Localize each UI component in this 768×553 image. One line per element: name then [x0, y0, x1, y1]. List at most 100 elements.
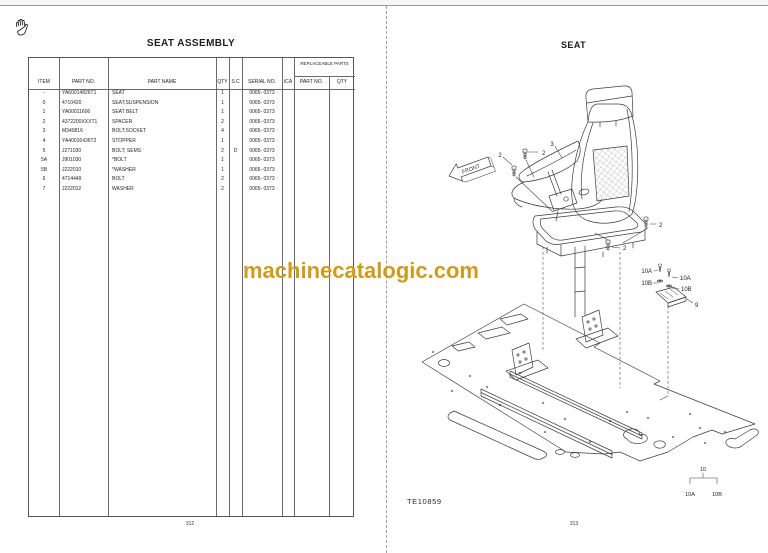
bolt-icon	[522, 148, 528, 160]
cell-part_name: SEAT	[112, 90, 125, 96]
cell-sc	[229, 166, 242, 176]
col-header-item: ITEM	[38, 79, 50, 85]
projection-lines	[542, 246, 669, 397]
cell-r_part_no	[294, 166, 329, 176]
right-page-number: 313	[569, 521, 579, 527]
cell-serial: 0065- 0373	[249, 166, 275, 173]
cell-sc	[229, 137, 242, 147]
cell-serial: 0065- 0373	[249, 109, 275, 116]
col-header-ica: ICA	[283, 79, 293, 85]
seat-illustration	[511, 85, 647, 318]
cell-serial: 0065- 0373	[249, 118, 275, 125]
cell-ica	[282, 99, 294, 109]
cell-item: -	[43, 90, 45, 96]
cell-ica	[282, 175, 294, 185]
top-bar	[0, 0, 768, 6]
cell-r_part_no	[294, 147, 329, 157]
cell-part_no: 4714449	[62, 176, 82, 183]
cell-item: 5B	[40, 166, 48, 173]
parts-table: ITEM PART NO. PART NAME QTY S.C SERIAL N…	[28, 57, 355, 517]
cell-part_no: YA40016436T2	[62, 137, 97, 144]
cell-r_qty	[329, 185, 355, 195]
col-line	[329, 76, 330, 516]
cell-r_part_no	[294, 118, 329, 128]
col-line	[108, 58, 109, 516]
cell-part_name: *WASHER	[112, 166, 136, 173]
cell-qty: 2	[221, 185, 224, 192]
cell-r_part_no	[294, 99, 329, 109]
cell-serial: 0065- 0373	[249, 99, 275, 106]
cell-sc: D	[233, 147, 238, 154]
cell-r_part_no	[294, 185, 329, 195]
cell-qty: 1	[221, 109, 224, 116]
cell-part_no: YA60014826T1	[62, 90, 97, 96]
callout-label: 2	[542, 151, 546, 157]
cell-qty: 2	[221, 118, 224, 125]
cell-r_qty	[329, 118, 355, 128]
cell-sc	[229, 185, 242, 195]
cell-ica	[282, 147, 294, 157]
col-header-r-part-no: PART NO.	[299, 79, 324, 85]
cell-part_no: M340816	[62, 128, 83, 135]
floor-plate	[421, 303, 759, 462]
cell-part_name: BOLT;SOCKET	[112, 128, 147, 135]
cell-r_qty	[329, 137, 355, 147]
cell-r_qty	[329, 175, 355, 185]
cell-item: 6	[42, 176, 46, 183]
cell-serial: 0065- 0373	[249, 137, 275, 144]
cell-sc	[229, 127, 242, 137]
cell-item: 1	[42, 109, 46, 116]
col-header-part-name: PART NAME	[147, 79, 177, 85]
legend-item-label: 10A	[685, 492, 695, 498]
cell-qty: 4	[221, 128, 224, 135]
cell-serial: 0065- 0373	[249, 185, 275, 192]
cell-item: 5	[42, 147, 46, 154]
cell-item: 3	[42, 128, 46, 135]
bolt-icon	[658, 263, 662, 272]
front-arrow: FRONT	[448, 156, 496, 183]
cell-sc	[229, 89, 242, 99]
cell-r_part_no	[294, 175, 329, 185]
cell-part_no: 4710420	[62, 99, 82, 106]
cell-serial: 0065- 0373	[249, 176, 275, 183]
cell-r_qty	[329, 99, 355, 109]
mesh-panel	[592, 145, 630, 202]
cell-r_qty	[329, 166, 355, 176]
cell-part_no: J222010	[62, 166, 82, 173]
bracket-part	[655, 286, 687, 308]
washer-icon	[656, 279, 664, 283]
cell-part_no: J901030	[62, 157, 82, 164]
cell-item: 5A	[40, 157, 48, 164]
callout-label: 9	[695, 303, 699, 309]
replaceable-line	[294, 76, 355, 77]
callout-label: 10A	[680, 276, 691, 282]
cell-r_part_no	[294, 156, 329, 166]
cell-r_part_no	[294, 137, 329, 147]
cell-part_name: SEAT BELT	[112, 109, 139, 116]
cell-item: 7	[42, 185, 46, 192]
callout-labels: 2 2 3 2 2 10A 10A 10B 10B 9 10 10A 10B	[498, 142, 722, 498]
cell-sc	[229, 99, 242, 109]
cell-qty: 1	[221, 99, 224, 106]
cell-ica	[282, 89, 294, 99]
cell-ica	[282, 185, 294, 195]
col-header-replaceable: REPLACEABLE PARTS	[300, 61, 349, 66]
cell-part_no: 4372200XXXT1	[62, 118, 98, 125]
header-line	[29, 89, 355, 90]
cell-r_qty	[329, 127, 355, 137]
cell-part_name: SEAT;SUSPENSION	[112, 99, 159, 106]
callout-label: 10A	[641, 269, 652, 275]
cell-qty: 1	[221, 137, 224, 144]
callout-label: 3	[550, 142, 554, 148]
cell-r_part_no	[294, 89, 329, 99]
callout-label: 10B	[681, 287, 692, 293]
cell-qty: 2	[221, 147, 224, 154]
